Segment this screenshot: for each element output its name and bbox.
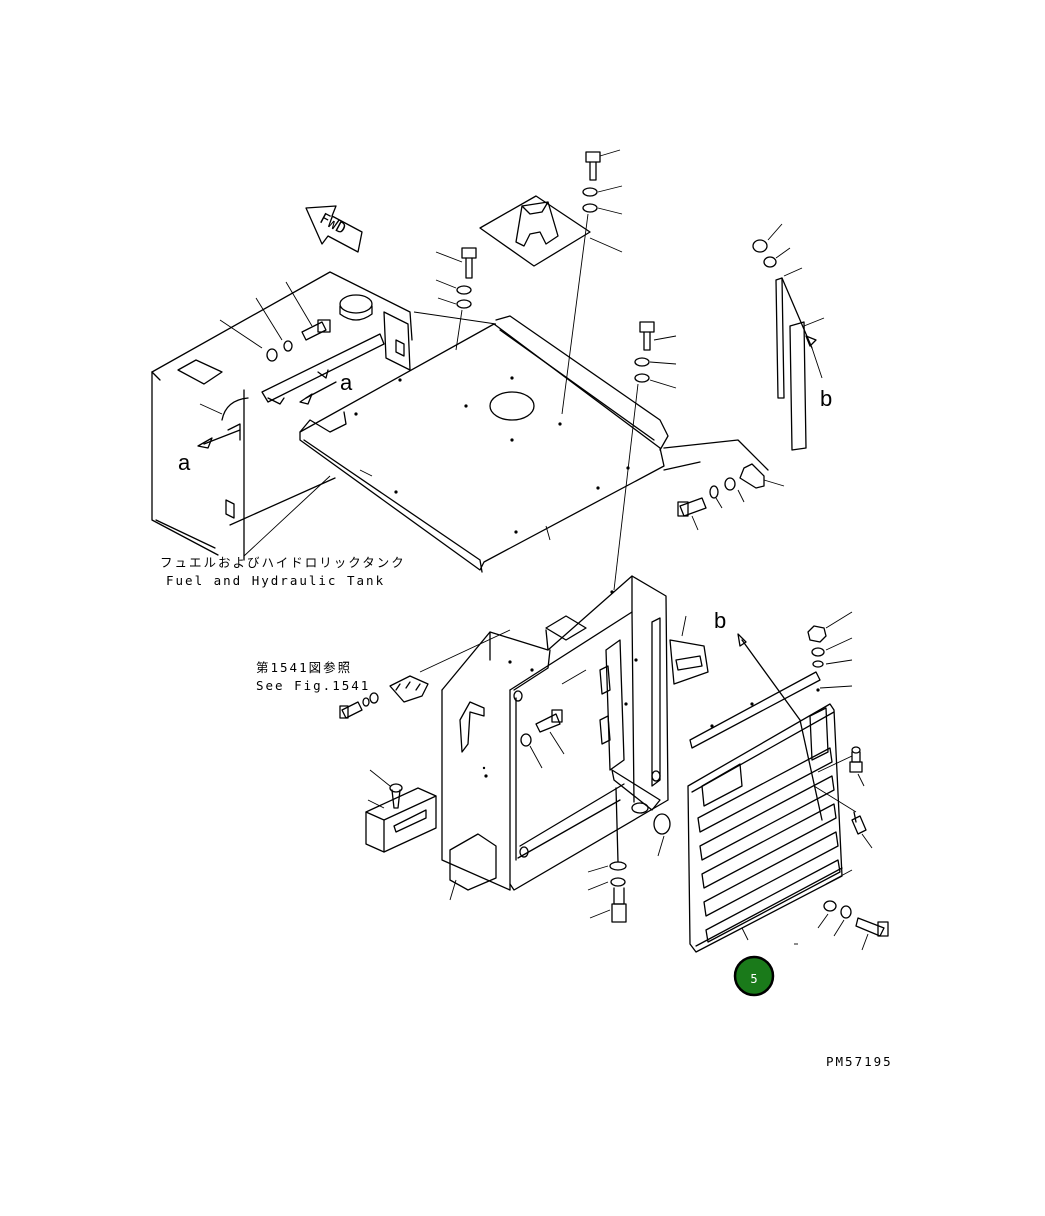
bolt-center — [520, 709, 565, 769]
floor-plate — [299, 315, 769, 573]
washer — [283, 340, 293, 352]
callout-a-label-2: a — [178, 450, 191, 475]
bolt — [301, 319, 331, 341]
callout-b-top: b — [820, 386, 832, 411]
ref-label-en: See Fig.1541 — [256, 678, 370, 693]
bolt-stack-left — [435, 247, 477, 351]
badge-number: 5 — [750, 972, 757, 986]
bolt-stack-top-center — [561, 149, 623, 415]
grille-hardware — [807, 611, 889, 951]
callout-a-label: a — [340, 370, 353, 395]
radiator-grille — [687, 671, 843, 953]
fwd-label: FWD — [317, 209, 349, 238]
ref-label-ja: 第1541図参照 — [256, 660, 352, 675]
part-code: PM57195 — [826, 1054, 893, 1069]
fuel-hydraulic-tank — [151, 271, 413, 561]
hinge-piece — [339, 675, 429, 719]
fwd-arrow: FWD — [305, 205, 363, 253]
callout-b-label-2: b — [714, 608, 726, 633]
strip-pieces — [752, 223, 825, 451]
main-frame — [419, 575, 709, 901]
tank-label-ja: フュエルおよびハイドロリックタンク — [160, 555, 406, 570]
bolt-stack-center — [613, 321, 677, 591]
callout-a-top: a — [299, 370, 353, 405]
bracket-right — [677, 463, 785, 531]
callout-b-lower: b — [714, 608, 823, 821]
washer — [266, 348, 278, 362]
left-box — [365, 769, 437, 853]
seat-mount — [479, 195, 623, 267]
bolt-stack-bottom — [587, 787, 671, 923]
callout-a-left: a — [178, 429, 241, 475]
leader-line — [413, 311, 497, 325]
illustration-badge: 5 — [733, 955, 775, 997]
tank-label-en: Fuel and Hydraulic Tank — [166, 573, 385, 588]
leader-line — [243, 475, 331, 557]
